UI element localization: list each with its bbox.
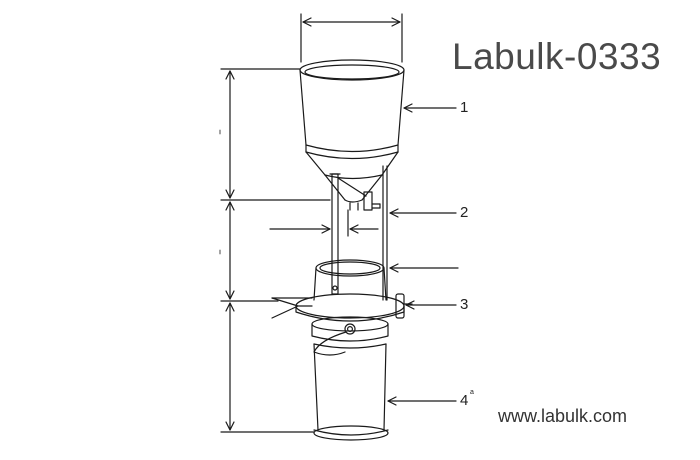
- callout-3: 3: [460, 296, 469, 313]
- receiving-cylinder: [311, 316, 389, 441]
- base-plate: [271, 293, 413, 322]
- callout-1: 1: [460, 99, 469, 116]
- brand-url: www.labulk.com: [498, 406, 628, 426]
- valve-offset-dimension: [269, 209, 379, 237]
- height-dimensions: [219, 68, 331, 433]
- collar-ring: [313, 259, 459, 301]
- callout-2: 2: [460, 204, 469, 221]
- callout-4-superscript: a: [470, 389, 474, 396]
- callout-leaders: [387, 103, 457, 406]
- funnel-body: [299, 59, 405, 211]
- support-rod: [382, 165, 388, 301]
- brand-title: Labulk-0333: [452, 36, 662, 77]
- top-width-dimension: [300, 13, 403, 63]
- callout-4: 4: [460, 392, 469, 409]
